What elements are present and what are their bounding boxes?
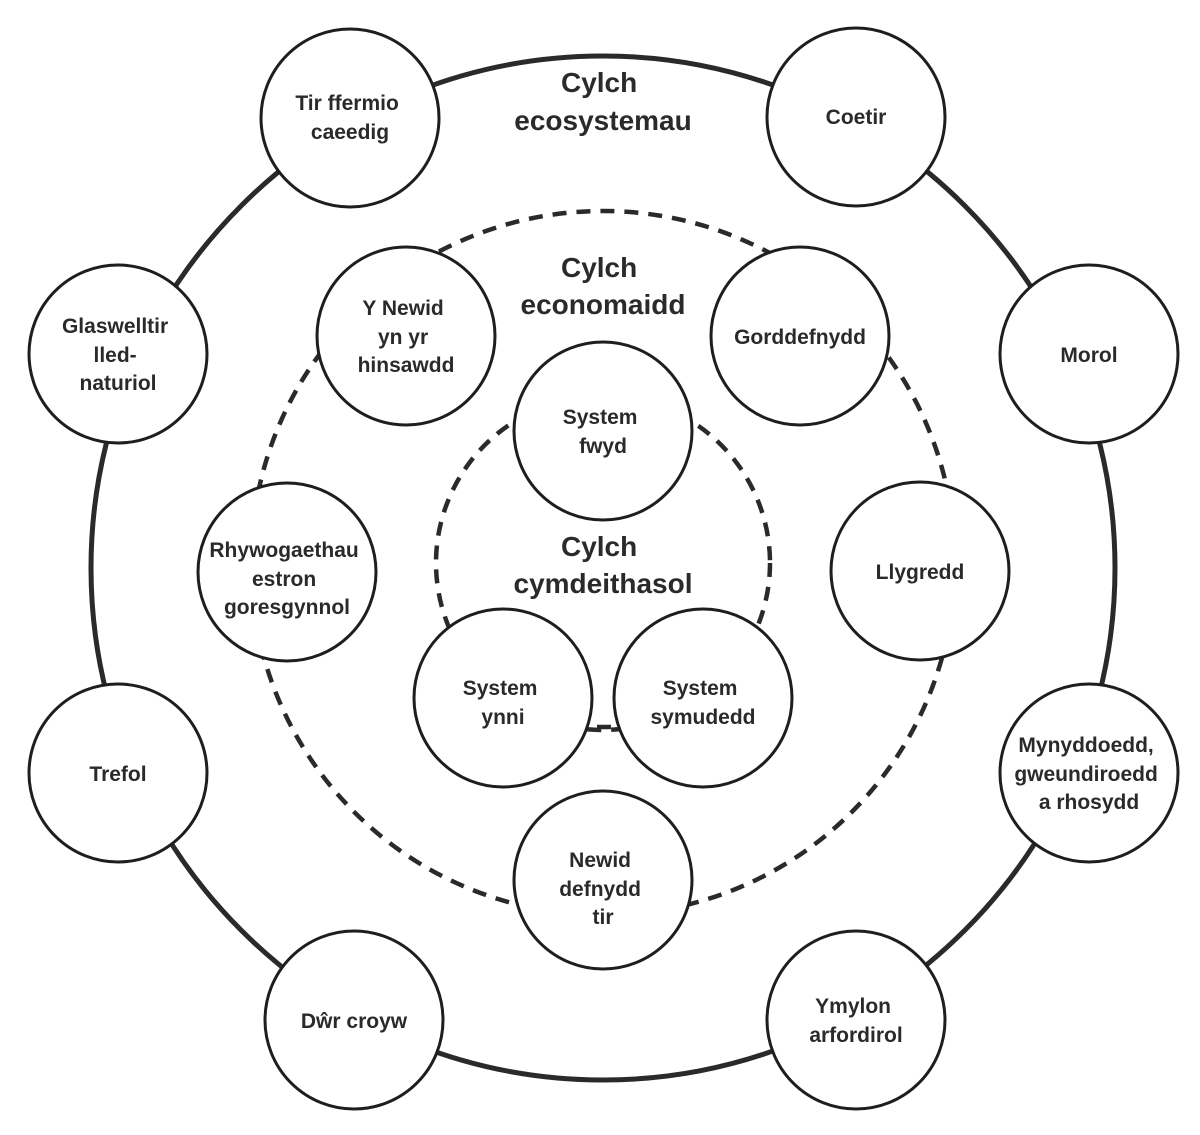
node-label: Newid defnydd tir: [559, 849, 647, 929]
node-gorddefnydd: Gorddefnydd: [709, 245, 891, 427]
node-label: Coetir: [826, 106, 887, 129]
node-circle: [512, 789, 694, 971]
node-label: Ymylon arfordirol: [809, 995, 902, 1047]
ecosystem-ring: [88, 53, 1118, 1083]
node-system-ynni: System ynni: [412, 607, 594, 789]
node-circle: [829, 480, 1011, 662]
ecosystem-ring-title: Cylch ecosystemau: [514, 67, 691, 136]
node-circle: [259, 27, 441, 209]
node-label: Glaswelltir lled- naturiol: [62, 315, 174, 395]
node-system-symudedd: System symudedd: [612, 607, 794, 789]
node-circle: [765, 929, 947, 1111]
node-label: Llygredd: [876, 561, 965, 584]
node-morol: Morol: [998, 263, 1180, 445]
node-label: System fwyd: [563, 406, 644, 458]
node-circle: [998, 682, 1180, 864]
node-label: Y Newid yn yr hinsawdd: [358, 297, 455, 377]
node-label: System symudedd: [650, 677, 755, 729]
node-label: Trefol: [89, 763, 146, 786]
node-label: System ynni: [463, 677, 544, 729]
node-circle: [765, 26, 947, 208]
node-circle: [27, 263, 209, 445]
node-label: Tir ffermio caeedig: [295, 92, 404, 144]
node-circle: [998, 263, 1180, 445]
economic-ring-title: Cylch economaidd: [521, 252, 686, 320]
social-ring: [433, 393, 773, 733]
node-label: Gorddefnydd: [734, 326, 866, 349]
node-circle: [709, 245, 891, 427]
node-glaswelltir-lled-naturiol: Glaswelltir lled- naturiol: [27, 263, 209, 445]
social-ring-title: Cylch cymdeithasol: [514, 531, 693, 599]
node-label: Morol: [1060, 344, 1117, 367]
node-tir-ffermio-caeedig: Tir ffermio caeedig: [259, 27, 441, 209]
node-dwr-croyw: Dŵr croyw: [263, 929, 445, 1111]
node-y-newid-yn-yr-hinsawdd: Y Newid yn yr hinsawdd: [315, 245, 497, 427]
node-label: Rhywogaethau estron goresgynnol: [209, 539, 364, 619]
node-circle: [263, 929, 445, 1111]
node-circle: [196, 481, 378, 663]
node-circle: [412, 607, 594, 789]
node-label: Dŵr croyw: [301, 1010, 408, 1033]
node-circle: [612, 607, 794, 789]
node-coetir: Coetir: [765, 26, 947, 208]
node-circle: [315, 245, 497, 427]
node-ymylon-arfordirol: Ymylon arfordirol: [765, 929, 947, 1111]
node-mynyddoedd: Mynyddoedd, gweundiroedd a rhosydd: [998, 682, 1180, 864]
node-label: Mynyddoedd, gweundiroedd a rhosydd: [1014, 734, 1163, 814]
node-circle: [27, 682, 209, 864]
node-system-fwyd: System fwyd: [512, 340, 694, 522]
node-trefol: Trefol: [27, 682, 209, 864]
node-newid-defnydd-tir: Newid defnydd tir: [512, 789, 694, 971]
node-rhywogaethau-estron-goresgynnol: Rhywogaethau estron goresgynnol: [196, 481, 378, 663]
node-circle: [512, 340, 694, 522]
node-llygredd: Llygredd: [829, 480, 1011, 662]
